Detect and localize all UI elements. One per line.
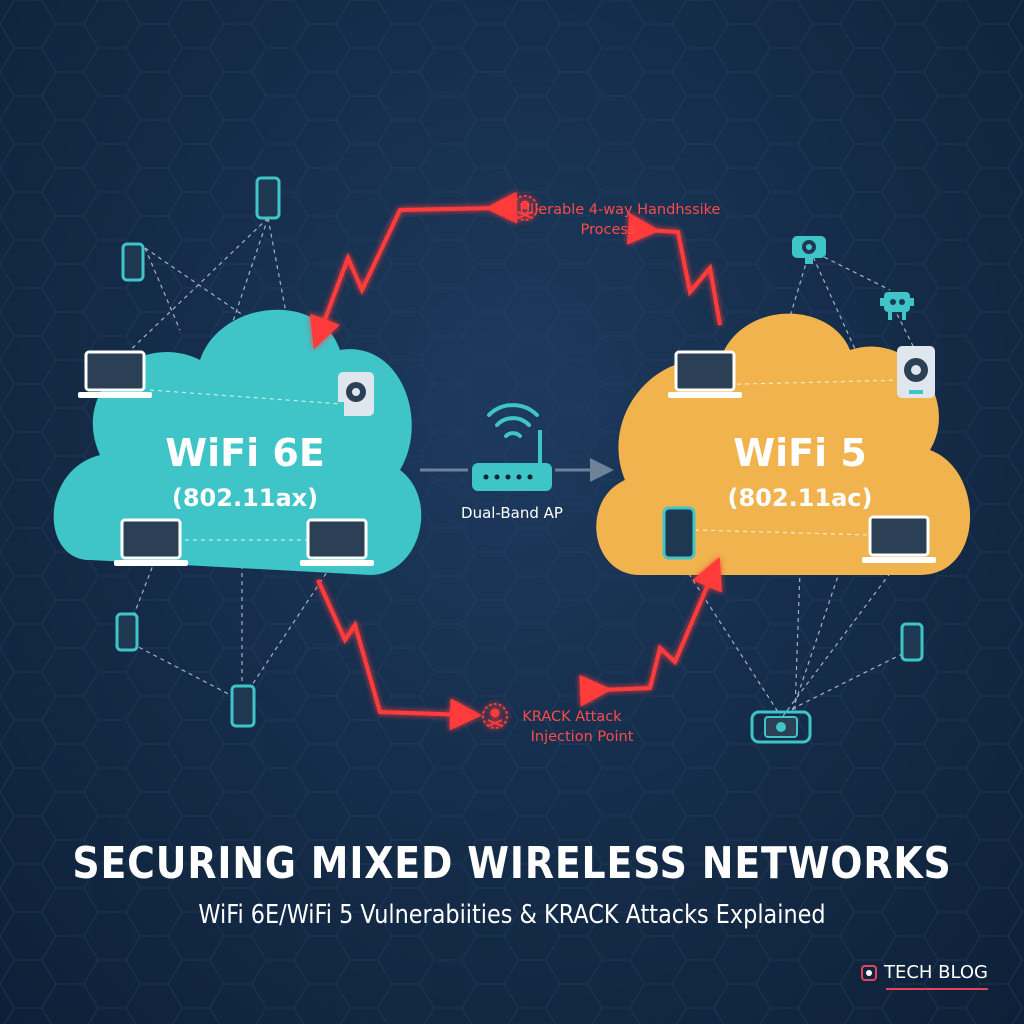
game-console-icon xyxy=(750,710,812,744)
krack-label-line1: KRACK Attack xyxy=(522,709,622,725)
attack-path-top-left xyxy=(310,191,518,350)
brand-label: TECH BLOG xyxy=(883,962,988,983)
smartphone-icon xyxy=(230,684,256,728)
krack-label-line2: Injection Point xyxy=(531,729,634,745)
wifi5-subtitle: (802.11ac) xyxy=(728,484,873,512)
skull-icon-krack xyxy=(482,703,508,729)
laptop-icon xyxy=(114,518,188,566)
speaker-icon xyxy=(338,372,374,416)
smartphone-icon xyxy=(121,242,145,282)
handshake-label-line2: Process xyxy=(580,222,635,238)
smartphone-icon xyxy=(900,622,924,662)
speaker-icon xyxy=(897,346,935,398)
gear-logo-icon xyxy=(860,964,877,981)
subtitle: WiFi 6E/WiFi 5 Vulnerabiities & KRACK At… xyxy=(198,900,826,930)
ap-label: Dual-Band AP xyxy=(461,504,563,522)
tech-blog-brand[interactable]: TECH BLOG xyxy=(860,962,988,990)
smartphone-icon xyxy=(115,612,139,652)
attack-path-bottom-left xyxy=(316,579,482,731)
router-icon xyxy=(472,403,552,491)
brand-underline xyxy=(885,988,988,990)
laptop-icon xyxy=(862,515,936,563)
laptop-icon xyxy=(668,350,742,398)
handshake-label-line1: Ullerable 4-way Handhssike xyxy=(520,202,721,218)
cloud-internal-links xyxy=(149,379,906,541)
wifi6e-cloud xyxy=(53,309,422,575)
attack-paths xyxy=(310,191,722,731)
wifi5-title: WiFi 5 xyxy=(733,431,867,475)
smartphone-icon xyxy=(662,506,696,560)
attack-path-bottom-right xyxy=(579,556,722,707)
camera-icon xyxy=(792,236,826,264)
robot-icon xyxy=(880,292,914,320)
skull-icon-handshake xyxy=(512,195,538,221)
wifi6e-subtitle: (802.11ax) xyxy=(172,484,318,512)
main-title: SECURING MIXED WIRELESS NETWORKS xyxy=(72,838,952,889)
smartphone-icon xyxy=(255,176,281,220)
laptop-icon xyxy=(300,518,374,566)
wifi6e-title: WiFi 6E xyxy=(165,431,325,475)
attack-path-top-right xyxy=(626,212,722,326)
laptop-icon xyxy=(78,350,152,398)
